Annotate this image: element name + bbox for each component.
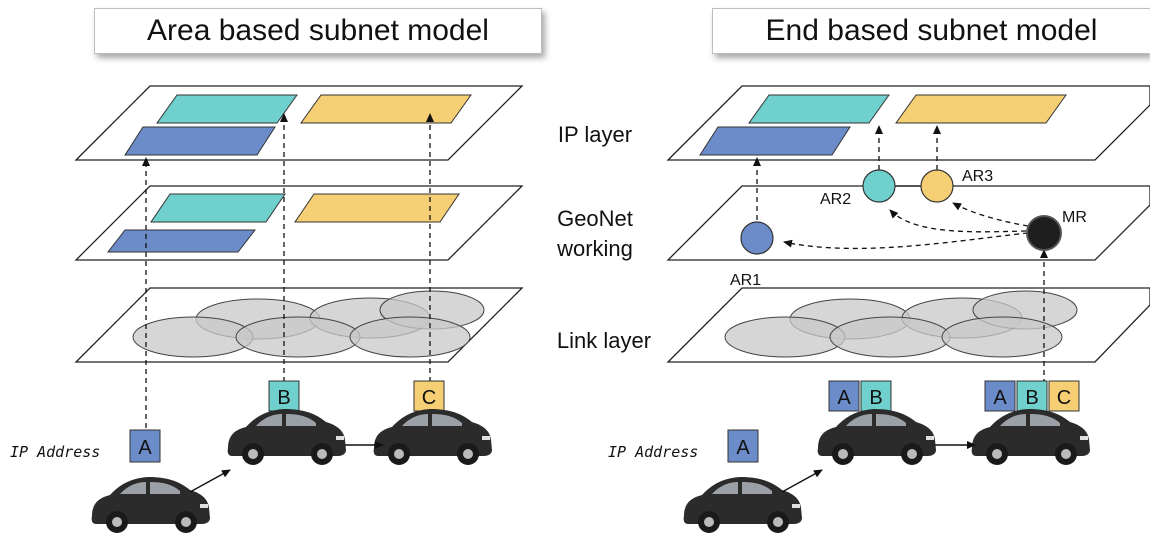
left-ip-blue-subnet <box>124 126 276 156</box>
left-tag-a-label: A <box>138 437 152 459</box>
left-dashed-arrows <box>142 113 434 428</box>
ar3-label: AR3 <box>962 168 993 185</box>
right-car-2-icon <box>817 409 936 465</box>
right-dashed-arrows <box>753 125 1048 384</box>
right-ip-blue-subnet <box>699 126 851 156</box>
ar2-label: AR2 <box>820 191 851 208</box>
right-tag-a-start: A <box>727 429 759 463</box>
right-ip-teal-subnet <box>748 94 890 124</box>
left-car-2-icon <box>227 409 346 465</box>
link-layer-label: Link layer <box>540 328 668 354</box>
left-tag-c-label: C <box>422 387 436 409</box>
geonet-layer-label: GeoNet working <box>540 204 650 264</box>
right-car-1-icon <box>683 477 802 533</box>
right-ip-address-label: IP Address <box>608 443 698 461</box>
left-panel-title: Area based subnet model <box>94 8 542 54</box>
right-link-ellipses <box>724 290 1078 358</box>
left-tag-b-label: B <box>277 387 290 409</box>
left-panel: A B C IP Address <box>10 85 524 533</box>
right-tags-car-2: A B <box>828 380 892 412</box>
left-geonet-yellow-subnet <box>294 193 460 223</box>
ip-layer-label-text: IP layer <box>557 122 633 147</box>
left-car-3-icon <box>373 409 492 465</box>
right-panel-title-text: End based subnet model <box>765 14 1098 47</box>
ar1-label: AR1 <box>730 272 761 289</box>
right-panel: AR1 AR2 AR3 MR A IP Address A B A B C <box>608 85 1150 533</box>
right-car3-tag-b: B <box>1025 387 1038 409</box>
ar1-node <box>740 221 774 255</box>
right-panel-title: End based subnet model <box>712 8 1150 54</box>
right-ip-yellow-subnet <box>895 94 1067 124</box>
left-link-ellipses <box>132 290 485 358</box>
right-tags-car-3: A B C <box>984 380 1080 412</box>
right-car3-tag-c: C <box>1057 387 1071 409</box>
ar3-node <box>920 169 954 203</box>
left-car-1-icon <box>91 477 210 533</box>
right-movement-arrows <box>781 441 976 493</box>
right-car2-tag-b: B <box>869 387 882 409</box>
ar2-node <box>862 169 896 203</box>
ip-layer-label: IP layer <box>540 122 650 148</box>
left-geonet-blue-subnet <box>106 229 257 253</box>
mr-node <box>1026 215 1062 251</box>
right-car-3-icon <box>971 409 1090 465</box>
geonet-layer-label-line1: GeoNet <box>557 206 633 231</box>
right-tag-a-start-label: A <box>736 437 750 459</box>
right-car2-tag-a: A <box>837 387 851 409</box>
mr-label: MR <box>1062 209 1087 226</box>
left-panel-title-text: Area based subnet model <box>147 14 489 47</box>
left-ip-teal-subnet <box>156 94 298 124</box>
left-geonet-teal-subnet <box>150 193 286 223</box>
geonet-layer-label-line2: working <box>557 236 633 261</box>
right-car3-tag-a: A <box>993 387 1007 409</box>
left-tag-a: A <box>129 429 161 463</box>
link-layer-label-text: Link layer <box>556 328 652 353</box>
left-tag-b: B <box>268 380 300 412</box>
left-movement-arrows <box>189 441 384 493</box>
left-ip-yellow-subnet <box>300 94 472 124</box>
left-tag-c: C <box>413 380 445 412</box>
left-ip-address-label: IP Address <box>10 443 100 461</box>
